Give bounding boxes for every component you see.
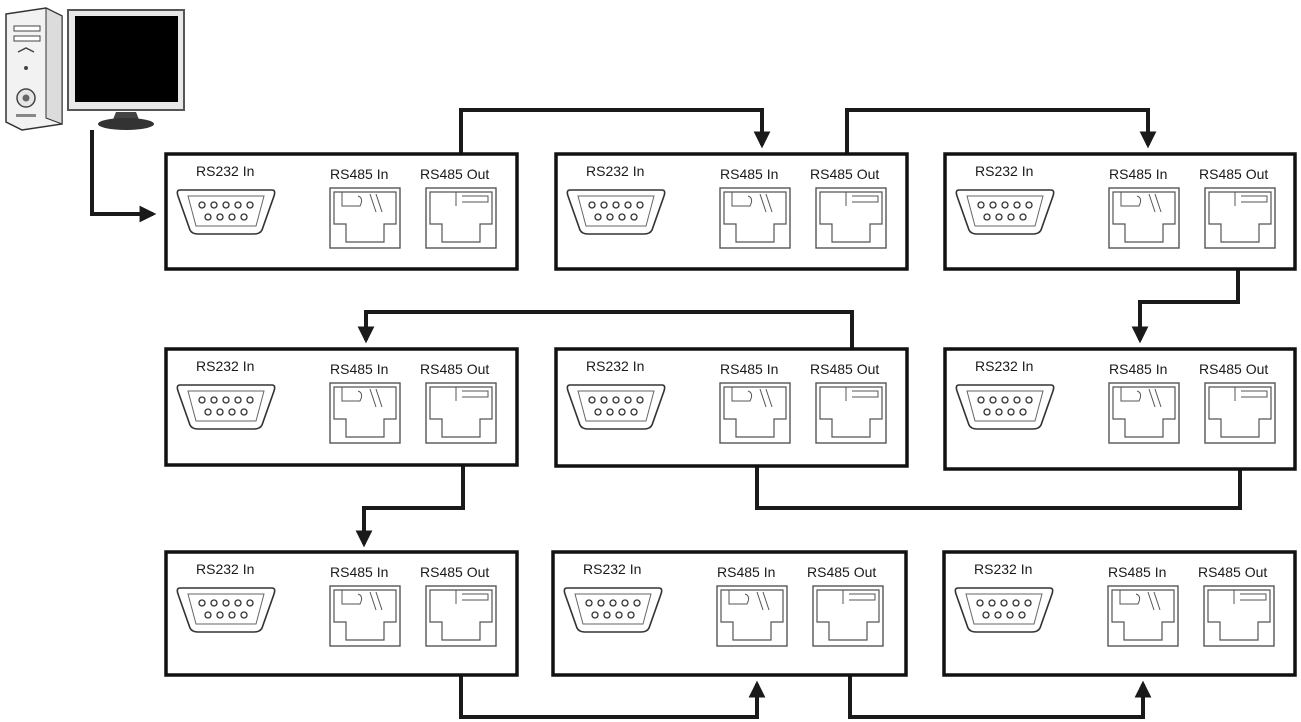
rj45-port-icon (1204, 187, 1276, 249)
rs232-in-label: RS232 In (586, 358, 644, 374)
connection-lines (90, 108, 1242, 719)
db9-connector-icon (176, 587, 276, 633)
rs485-in-label: RS485 In (717, 564, 775, 580)
unit-4-to-unit-7-cable (355, 465, 465, 548)
rs232-in-label: RS232 In (583, 561, 641, 577)
rs232-in-label: RS232 In (196, 358, 254, 374)
rs485-out-label: RS485 Out (1199, 166, 1268, 182)
rj45-port-icon (329, 187, 401, 249)
rs485-in-label: RS485 In (1109, 166, 1167, 182)
rs485-out-label: RS485 Out (420, 564, 489, 580)
rs485-in-label: RS485 In (330, 564, 388, 580)
rs485-in-label: RS485 In (720, 166, 778, 182)
rs232-in-label: RS232 In (975, 163, 1033, 179)
rj45-port-icon (329, 382, 401, 444)
device-unit-3: RS232 In RS485 In RS485 Out (943, 152, 1297, 271)
rj45-port-icon (1107, 585, 1179, 647)
rs232-in-label: RS232 In (974, 561, 1032, 577)
db9-connector-icon (954, 587, 1054, 633)
rs232-in-label: RS232 In (975, 358, 1033, 374)
db9-connector-icon (176, 189, 276, 235)
db9-connector-icon (955, 189, 1055, 235)
rs485-in-label: RS485 In (1109, 361, 1167, 377)
rj45-port-icon (716, 585, 788, 647)
db9-connector-icon (566, 384, 666, 430)
rs232-in-label: RS232 In (196, 163, 254, 179)
rs485-in-label: RS485 In (330, 361, 388, 377)
rj45-port-icon (329, 585, 401, 647)
device-unit-7: RS232 In RS485 In RS485 Out (164, 550, 519, 677)
rs485-out-label: RS485 Out (1198, 564, 1267, 580)
rj45-port-icon (1108, 187, 1180, 249)
rj45-port-icon (425, 382, 497, 444)
unit-5-to-unit-4-cable (357, 310, 854, 349)
db9-connector-icon (955, 384, 1055, 430)
rj45-port-icon (1204, 382, 1276, 444)
rs485-out-label: RS485 Out (420, 166, 489, 182)
rs485-out-label: RS485 Out (1199, 361, 1268, 377)
unit-6-to-unit-5-cable (748, 449, 1242, 510)
rj45-port-icon (815, 382, 887, 444)
computer-to-unit-1-cable (90, 130, 157, 223)
rs485-in-label: RS485 In (330, 166, 388, 182)
db9-connector-icon (176, 384, 276, 430)
unit-1-to-unit-2-cable (459, 108, 771, 154)
rj45-port-icon (812, 585, 884, 647)
computer-icon (5, 7, 185, 131)
rj45-port-icon (425, 187, 497, 249)
rs485-in-label: RS485 In (720, 361, 778, 377)
rs485-out-label: RS485 Out (807, 564, 876, 580)
db9-connector-icon (566, 189, 666, 235)
device-unit-1: RS232 In RS485 In RS485 Out (164, 152, 519, 271)
rj45-port-icon (719, 187, 791, 249)
device-unit-8: RS232 In RS485 In RS485 Out (551, 550, 908, 677)
rj45-port-icon (815, 187, 887, 249)
device-unit-2: RS232 In RS485 In RS485 Out (554, 152, 909, 271)
rs485-out-label: RS485 Out (810, 361, 879, 377)
rs485-in-label: RS485 In (1108, 564, 1166, 580)
rs485-out-label: RS485 Out (810, 166, 879, 182)
rj45-port-icon (1203, 585, 1275, 647)
rs232-in-label: RS232 In (196, 561, 254, 577)
unit-2-to-unit-3-cable (845, 108, 1157, 154)
device-unit-9: RS232 In RS485 In RS485 Out (942, 550, 1297, 677)
unit-3-to-unit-6-cable (1131, 269, 1240, 344)
rj45-port-icon (719, 382, 791, 444)
unit-7-to-unit-8-cable (459, 675, 766, 719)
rs485-out-label: RS485 Out (420, 361, 489, 377)
db9-connector-icon (563, 587, 663, 633)
device-unit-4: RS232 In RS485 In RS485 Out (164, 347, 519, 467)
rj45-port-icon (425, 585, 497, 647)
device-unit-5: RS232 In RS485 In RS485 Out (554, 347, 909, 468)
rj45-port-icon (1108, 382, 1180, 444)
device-unit-6: RS232 In RS485 In RS485 Out (943, 347, 1297, 471)
rs232-in-label: RS232 In (586, 163, 644, 179)
unit-8-to-unit-9-cable (848, 675, 1152, 719)
